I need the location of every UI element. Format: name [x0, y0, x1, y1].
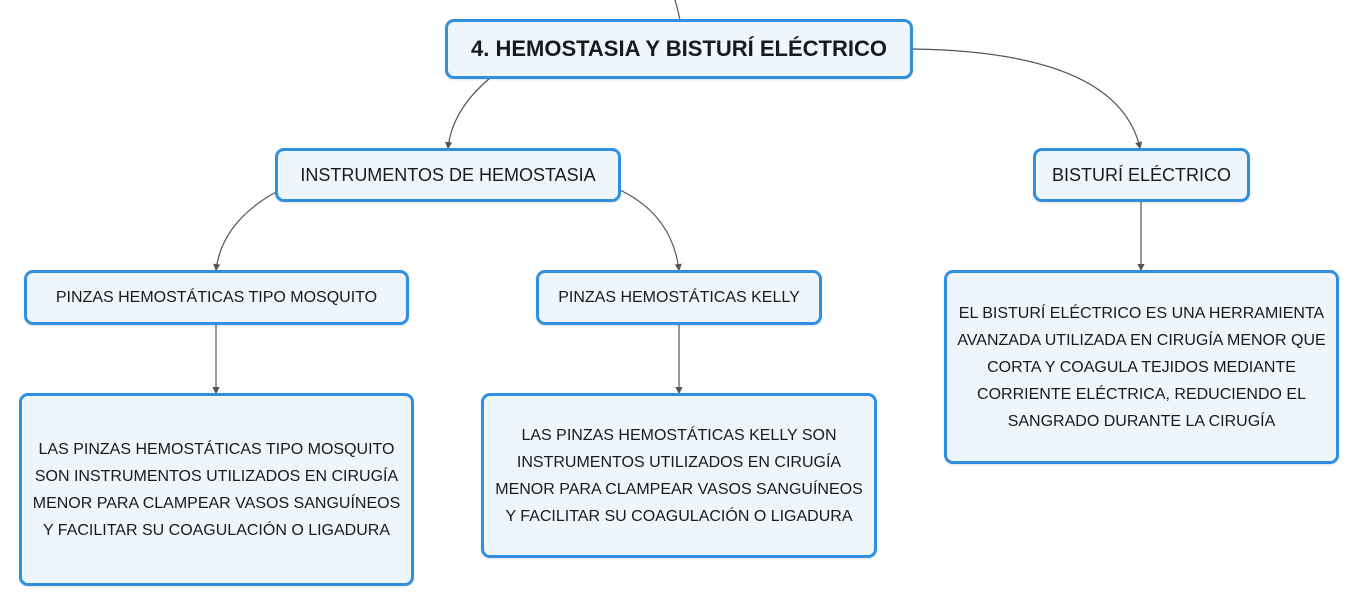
note-pinzas-mosquito[interactable]: LAS PINZAS HEMOSTÁTICAS TIPO MOSQUITO SO…: [19, 393, 414, 586]
connector-root-bisturi: [912, 48, 1143, 150]
topic-label: PINZAS HEMOSTÁTICAS TIPO MOSQUITO: [55, 288, 378, 306]
note-pinzas-kelly[interactable]: LAS PINZAS HEMOSTÁTICAS KELLY SON INSTRU…: [481, 393, 877, 558]
root-topic-label: 4. HEMOSTASIA Y BISTURÍ ELÉCTRICO: [470, 36, 887, 61]
connector-instrumentos-kelly: [619, 189, 682, 272]
connector-root-instrumentos: [445, 77, 491, 150]
note-text: LAS PINZAS HEMOSTÁTICAS TIPO MOSQUITO SO…: [32, 440, 401, 539]
topic-pinzas-kelly[interactable]: PINZAS HEMOSTÁTICAS KELLY: [536, 270, 822, 325]
topic-pinzas-mosquito[interactable]: PINZAS HEMOSTÁTICAS TIPO MOSQUITO: [24, 270, 409, 325]
topic-bisturi-electrico[interactable]: BISTURÍ ELÉCTRICO: [1033, 148, 1250, 202]
connector-parent-root: [674, 0, 681, 21]
topic-label: BISTURÍ ELÉCTRICO: [1051, 164, 1232, 185]
topic-label: PINZAS HEMOSTÁTICAS KELLY: [558, 288, 800, 306]
connector-instrumentos-mosquito: [213, 191, 277, 272]
topic-instrumentos-hemostasia[interactable]: INSTRUMENTOS DE HEMOSTASIA: [275, 148, 621, 202]
topic-label: INSTRUMENTOS DE HEMOSTASIA: [300, 164, 596, 185]
note-text: EL BISTURÍ ELÉCTRICO ES UNA HERRAMIENTA …: [957, 304, 1326, 430]
root-topic[interactable]: 4. HEMOSTASIA Y BISTURÍ ELÉCTRICO: [445, 19, 913, 79]
note-bisturi-electrico[interactable]: EL BISTURÍ ELÉCTRICO ES UNA HERRAMIENTA …: [944, 270, 1339, 464]
note-text: LAS PINZAS HEMOSTÁTICAS KELLY SON INSTRU…: [495, 426, 863, 525]
